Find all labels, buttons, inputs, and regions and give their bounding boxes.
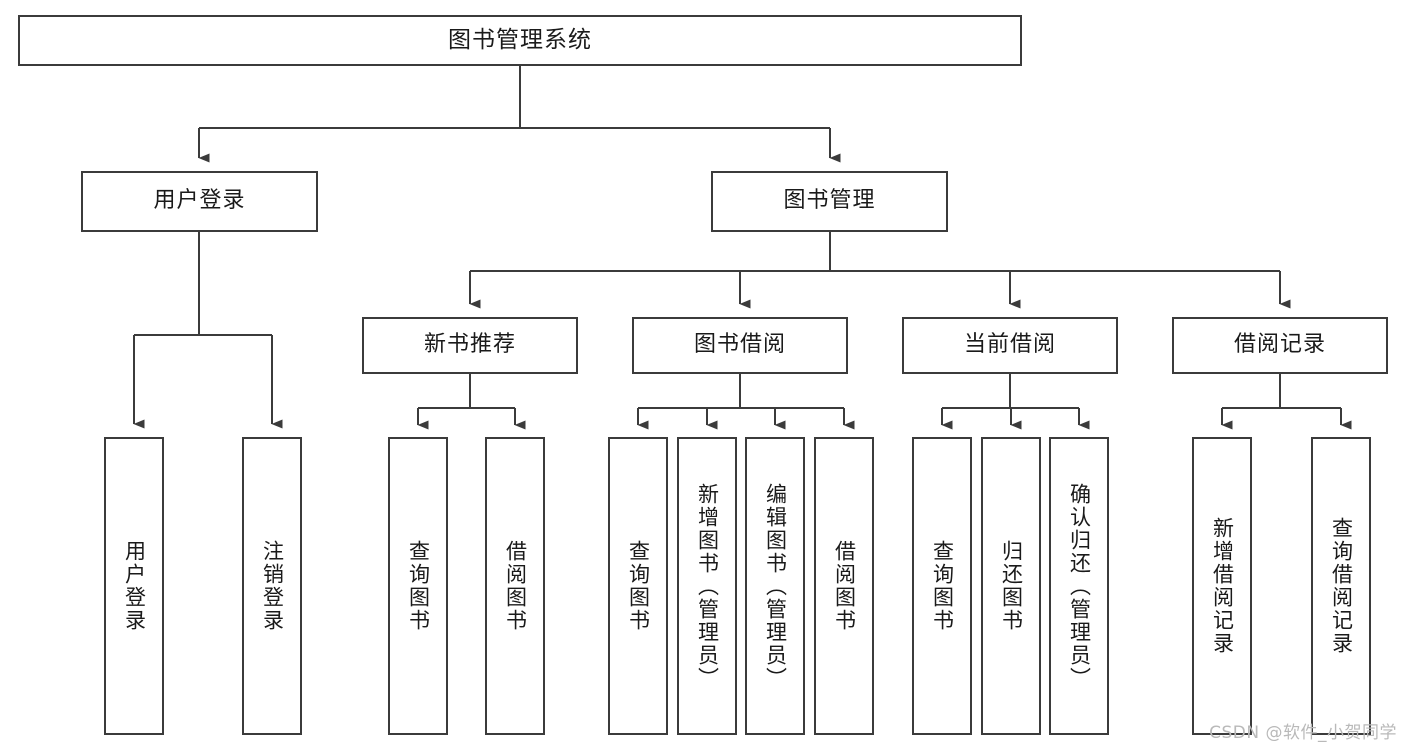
- node-return-book[interactable]: 归还图书: [981, 437, 1041, 735]
- node-user-logout-label: 注销登录: [260, 540, 285, 632]
- node-new-book-recommend[interactable]: 新书推荐: [362, 317, 578, 374]
- node-borrow-book-1-label: 借阅图书: [503, 540, 528, 632]
- node-query-book-3[interactable]: 查询图书: [912, 437, 972, 735]
- node-user-login[interactable]: 用户登录: [81, 171, 318, 232]
- node-book-manage[interactable]: 图书管理: [711, 171, 948, 232]
- node-borrow-book-1[interactable]: 借阅图书: [485, 437, 545, 735]
- node-query-book-1-label: 查询图书: [406, 540, 431, 632]
- node-user-login-do[interactable]: 用户登录: [104, 437, 164, 735]
- node-new-book-recommend-label: 新书推荐: [423, 332, 516, 358]
- node-add-borrow-record[interactable]: 新增借阅记录: [1192, 437, 1252, 735]
- node-edit-book[interactable]: 编辑图书（管理员）: [745, 437, 805, 735]
- node-query-borrow-record[interactable]: 查询借阅记录: [1311, 437, 1371, 735]
- node-borrow-record-label: 借阅记录: [1233, 332, 1326, 358]
- node-root-label: 图书管理系统: [448, 26, 592, 53]
- node-user-logout[interactable]: 注销登录: [242, 437, 302, 735]
- node-root[interactable]: 图书管理系统: [18, 15, 1022, 66]
- node-book-borrow-label: 图书借阅: [693, 332, 786, 358]
- node-query-book-2[interactable]: 查询图书: [608, 437, 668, 735]
- watermark-text: CSDN @软件_小贺同学: [1209, 723, 1397, 743]
- node-current-borrow[interactable]: 当前借阅: [902, 317, 1118, 374]
- node-add-borrow-record-label: 新增借阅记录: [1210, 517, 1235, 655]
- node-query-borrow-record-label: 查询借阅记录: [1329, 517, 1354, 655]
- node-add-book[interactable]: 新增图书（管理员）: [677, 437, 737, 735]
- node-query-book-1[interactable]: 查询图书: [388, 437, 448, 735]
- node-book-manage-label: 图书管理: [783, 188, 876, 214]
- node-confirm-return[interactable]: 确认归还（管理员）: [1049, 437, 1109, 735]
- node-current-borrow-label: 当前借阅: [963, 332, 1056, 358]
- node-return-book-label: 归还图书: [999, 540, 1024, 632]
- node-query-book-2-label: 查询图书: [626, 540, 651, 632]
- node-user-login-label: 用户登录: [153, 188, 246, 214]
- node-edit-book-label: 编辑图书（管理员）: [763, 482, 788, 690]
- node-query-book-3-label: 查询图书: [930, 540, 955, 632]
- node-confirm-return-label: 确认归还（管理员）: [1067, 482, 1092, 690]
- node-add-book-label: 新增图书（管理员）: [695, 482, 720, 690]
- node-borrow-record[interactable]: 借阅记录: [1172, 317, 1388, 374]
- node-borrow-book-2[interactable]: 借阅图书: [814, 437, 874, 735]
- node-user-login-do-label: 用户登录: [122, 540, 147, 632]
- node-borrow-book-2-label: 借阅图书: [832, 540, 857, 632]
- node-book-borrow[interactable]: 图书借阅: [632, 317, 848, 374]
